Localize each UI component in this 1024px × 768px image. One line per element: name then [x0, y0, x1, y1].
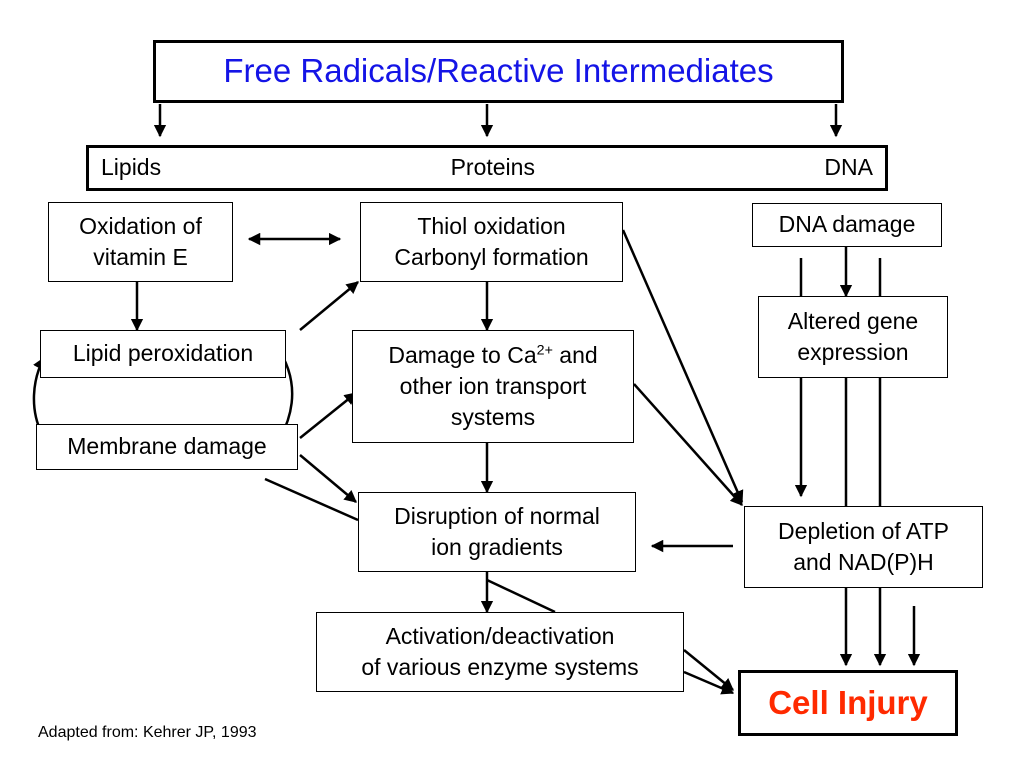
arrow-damage-ca-to-depletion — [633, 383, 743, 506]
arrow-membrane-to-disruption — [299, 454, 357, 503]
arrow-membrane-to-damage-ca — [299, 392, 357, 439]
diagram-title: Free Radicals/Reactive Intermediates — [223, 52, 774, 90]
arrow-lipid-peroxidation-to-thiol — [299, 281, 359, 331]
arrow-thiol-to-depletion — [621, 229, 744, 504]
category-proteins: Proteins — [450, 154, 535, 181]
node-oxidation-vitamin-e: Oxidation of vitamin E — [48, 202, 233, 282]
node-altered-gene: Altered gene expression — [758, 296, 948, 378]
category-bar: Lipids Proteins DNA — [86, 145, 888, 191]
node-damage-ca: Damage to Ca2+ and other ion transport s… — [352, 330, 634, 443]
node-disruption-ion-gradients: Disruption of normal ion gradients — [358, 492, 636, 572]
node-cell-injury: Cell Injury — [738, 670, 958, 736]
arrow-activation-to-cell-injury — [683, 670, 735, 695]
line-disruption-to-activation-right — [486, 578, 556, 614]
node-dna-damage: DNA damage — [752, 203, 942, 247]
category-lipids: Lipids — [101, 154, 162, 181]
node-depletion-atp: Depletion of ATP and NAD(P)H — [744, 506, 983, 588]
category-dna: DNA — [824, 154, 873, 181]
title-box: Free Radicals/Reactive Intermediates — [153, 40, 844, 103]
arrow-membrane-path-to-cell-injury — [683, 649, 734, 691]
line-membrane-behind-disruption — [264, 477, 359, 522]
source-citation: Adapted from: Kehrer JP, 1993 — [38, 724, 257, 741]
node-lipid-peroxidation: Lipid peroxidation — [40, 330, 286, 378]
node-thiol-oxidation: Thiol oxidation Carbonyl formation — [360, 202, 623, 282]
node-membrane-damage: Membrane damage — [36, 424, 298, 470]
node-activation-enzyme: Activation/deactivation of various enzym… — [316, 612, 684, 692]
